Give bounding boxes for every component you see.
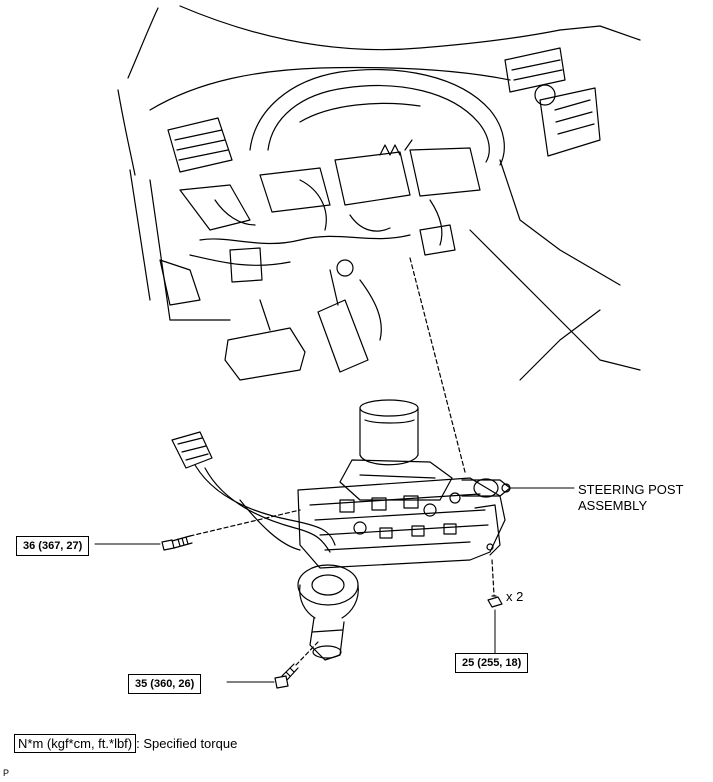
torque-legend: N*m (kgf*cm, ft.*lbf): Specified torque [14,734,238,753]
torque-callout-35: 35 (360, 26) [128,674,202,694]
torque-callout-36: 36 (367, 27) [16,536,90,556]
leader-lines [94,487,575,683]
bolt-36-icon [161,535,193,551]
torque-callout-25: 25 (255, 18) [455,653,529,673]
nut-25-icon [487,595,503,608]
torque-legend-description: : Specified torque [136,736,238,751]
alignment-lines [189,257,495,666]
torque-unit-box: N*m (kgf*cm, ft.*lbf) [14,734,137,753]
dashboard-illustration [117,5,641,381]
quantity-label: x 2 [506,589,524,604]
assembly-label-line2: ASSEMBLY [578,498,648,513]
steering-post-assembly-label: STEERING POST ASSEMBLY [578,482,683,514]
assembly-label-line1: STEERING POST [578,482,684,497]
bolt-35-icon [274,663,299,689]
steering-post-assembly [171,399,511,661]
corner-mark: P [3,768,10,778]
